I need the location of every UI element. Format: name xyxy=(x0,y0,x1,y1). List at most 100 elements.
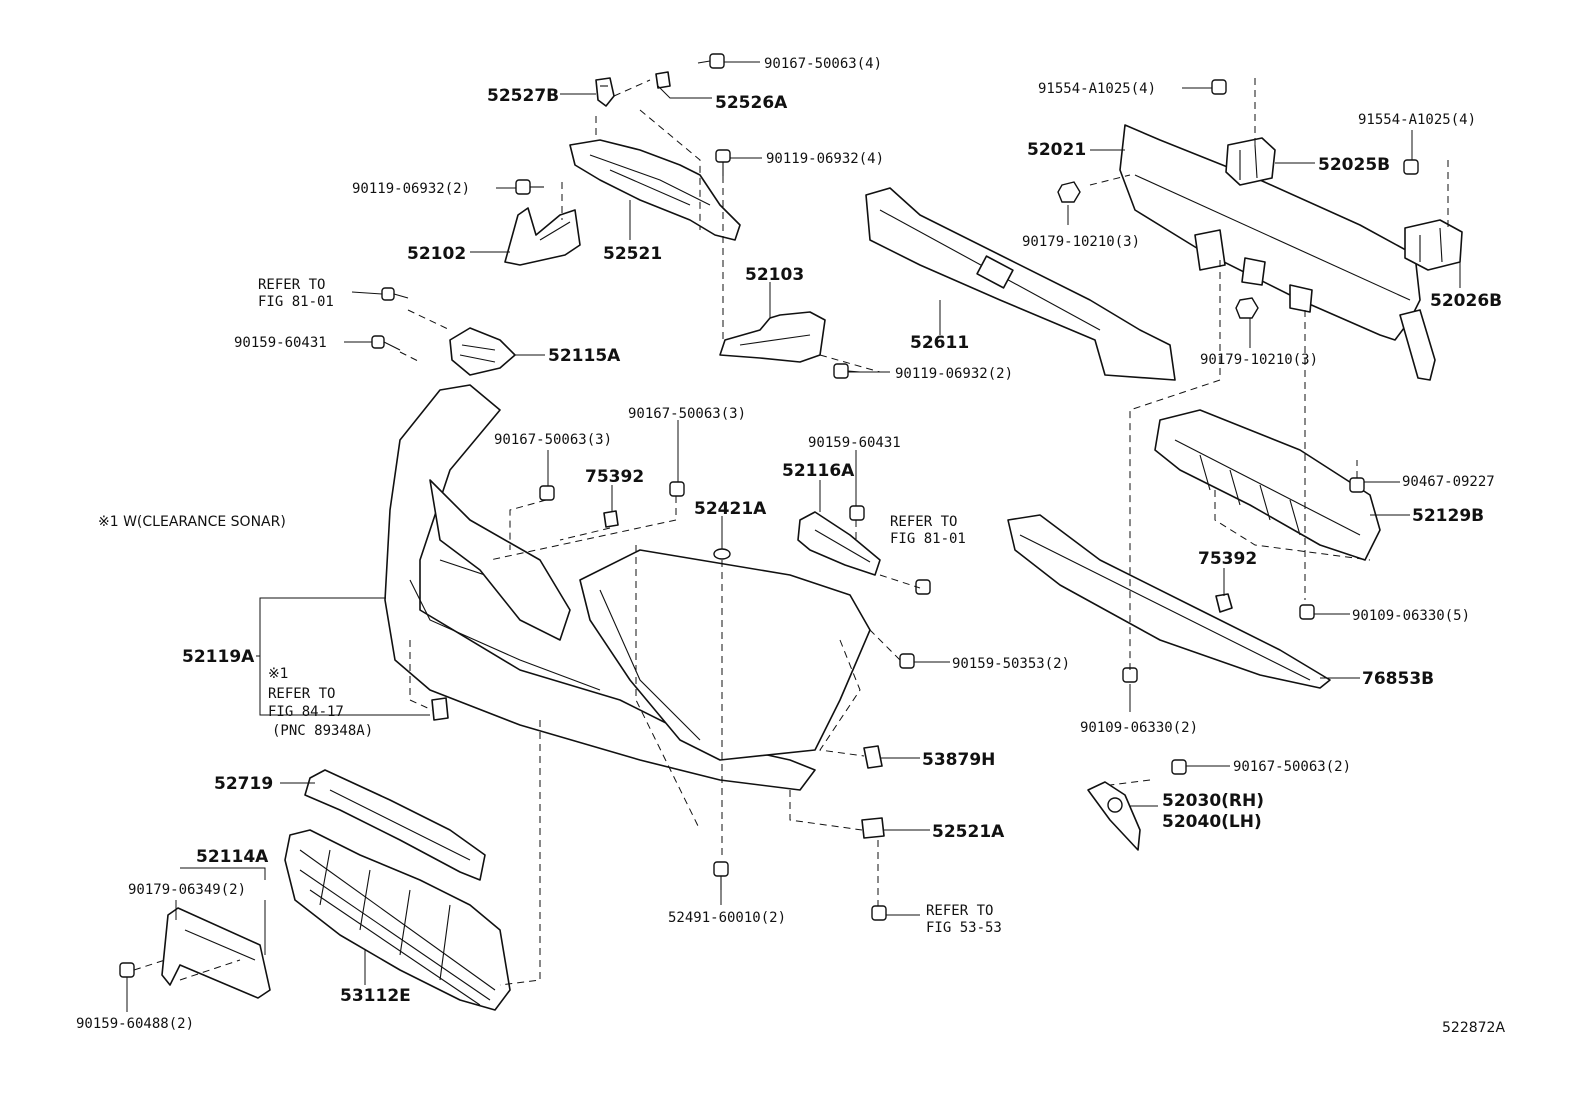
bolt-90159-60431a-icon xyxy=(371,335,401,351)
label-52421A: 52421A xyxy=(694,499,767,519)
bolt-91554-b-icon xyxy=(1403,159,1419,175)
label-90109-06330-2: 90109-06330(2) xyxy=(1080,720,1198,736)
nut-90179-a-icon xyxy=(1057,181,1081,203)
screw-refer53-icon xyxy=(871,905,887,921)
part-52115A-drawing xyxy=(449,327,516,376)
bolt-90167-3a-icon xyxy=(539,485,555,501)
label-52521: 52521 xyxy=(603,244,662,264)
part-52527B-drawing xyxy=(595,77,615,107)
bolt-90159-60431b-icon xyxy=(849,505,865,521)
part-52102-drawing xyxy=(504,207,581,266)
label-90179-10210-b: 90179-10210(3) xyxy=(1200,352,1318,368)
bolt-90119-4-icon xyxy=(715,149,731,176)
label-pnc-89348A: (PNC 89348A) xyxy=(272,723,373,739)
label-52103: 52103 xyxy=(745,265,804,285)
label-90119-06932-2b: 90119-06932(2) xyxy=(895,366,1013,382)
part-52116A-drawing xyxy=(797,511,881,576)
label-91554-A1025-a: 91554-A1025(4) xyxy=(1038,81,1156,97)
diagram-id: 522872A xyxy=(1442,1020,1505,1036)
nut-90179-b-icon xyxy=(1235,297,1259,319)
label-52116A: 52116A xyxy=(782,461,855,481)
part-52719-drawing xyxy=(304,769,486,881)
label-52129B: 52129B xyxy=(1412,506,1484,526)
label-fig-81-01b: FIG 81-01 xyxy=(890,531,966,547)
screw-90109-5-icon xyxy=(1299,604,1315,620)
label-52115A: 52115A xyxy=(548,346,621,366)
part-52114A-drawing xyxy=(161,907,271,999)
note-clearance-sonar: ※1 W(CLEARANCE SONAR) xyxy=(98,514,286,530)
bolt-90119-2a-icon xyxy=(515,179,544,195)
part-76853B-drawing xyxy=(1007,514,1331,689)
label-52521A: 52521A xyxy=(932,822,1005,842)
label-52114A: 52114A xyxy=(196,847,269,867)
label-52611: 52611 xyxy=(910,333,969,353)
clip-90467-icon xyxy=(1349,477,1365,493)
label-52021: 52021 xyxy=(1027,140,1086,160)
label-52526A: 52526A xyxy=(715,93,788,113)
part-52129B-drawing xyxy=(1154,409,1381,561)
screw-52491-icon xyxy=(713,861,729,890)
label-52527B: 52527B xyxy=(487,86,559,106)
part-52103-drawing xyxy=(719,311,826,363)
clip-52521A-icon xyxy=(861,817,885,839)
label-refer-to-81a: REFER TO xyxy=(258,277,325,293)
label-52026B: 52026B xyxy=(1430,291,1502,311)
grommet-52421A-icon xyxy=(713,548,731,560)
part-52021-drawing xyxy=(1119,124,1436,381)
label-90159-60488-2: 90159-60488(2) xyxy=(76,1016,194,1032)
bolt-90119-2b-icon xyxy=(833,363,861,379)
bolt-90167-4-icon xyxy=(697,53,725,69)
part-52526A-drawing xyxy=(655,71,671,89)
label-75392b: 75392 xyxy=(1198,549,1257,569)
label-refer-to-81b: REFER TO xyxy=(890,514,957,530)
label-52719: 52719 xyxy=(214,774,273,794)
label-refer-to-84: REFER TO xyxy=(268,686,335,702)
label-91554-A1025-b: 91554-A1025(4) xyxy=(1358,112,1476,128)
bolt-90167-3b-icon xyxy=(669,481,685,497)
label-90467-09227: 90467-09227 xyxy=(1402,474,1495,490)
part-52025B-drawing xyxy=(1225,137,1276,186)
label-note-x1: ※1 xyxy=(268,666,289,682)
label-90159-60431b: 90159-60431 xyxy=(808,435,901,451)
label-90109-06330-5: 90109-06330(5) xyxy=(1352,608,1470,624)
part-52611-drawing xyxy=(865,187,1176,381)
part-52119A-drawing xyxy=(384,384,871,791)
part-52030-drawing xyxy=(1087,781,1141,851)
label-refer-to-53: REFER TO xyxy=(926,903,993,919)
bolt-refer81-icon xyxy=(381,287,409,301)
bolt-90159-50353-icon xyxy=(899,653,915,669)
label-90119-06932-2a: 90119-06932(2) xyxy=(352,181,470,197)
bolt-90159-60488-icon xyxy=(119,962,135,978)
label-52102: 52102 xyxy=(407,244,466,264)
label-90159-50353-2: 90159-50353(2) xyxy=(952,656,1070,672)
label-90167-50063-2: 90167-50063(2) xyxy=(1233,759,1351,775)
label-75392a: 75392 xyxy=(585,467,644,487)
label-fig-81-01a: FIG 81-01 xyxy=(258,294,334,310)
label-90179-06349-2: 90179-06349(2) xyxy=(128,882,246,898)
sensor-bracket-84-17-icon xyxy=(431,697,449,721)
label-90167-50063-3a: 90167-50063(3) xyxy=(628,406,746,422)
label-fig-53-53: FIG 53-53 xyxy=(926,920,1002,936)
label-53879H: 53879H xyxy=(922,750,995,770)
label-52025B: 52025B xyxy=(1318,155,1390,175)
clip-53879H-icon xyxy=(863,745,883,769)
bolt-91554-a-icon xyxy=(1211,79,1227,95)
part-52026B-drawing xyxy=(1404,219,1463,271)
part-52521-drawing xyxy=(569,139,741,241)
label-90167-50063-4: 90167-50063(4) xyxy=(764,56,882,72)
label-fig-84-17: FIG 84-17 xyxy=(268,704,344,720)
screw-90109-2-icon xyxy=(1122,667,1138,683)
label-53112E: 53112E xyxy=(340,986,411,1006)
label-52040-lh: 52040(LH) xyxy=(1162,812,1262,832)
clip-75392a-icon xyxy=(603,510,619,528)
label-90159-60431a: 90159-60431 xyxy=(234,335,327,351)
clip-75392b-icon xyxy=(1215,593,1233,613)
label-76853B: 76853B xyxy=(1362,669,1434,689)
bolt-90167-2-icon xyxy=(1171,759,1187,775)
part-53112E-drawing xyxy=(284,829,511,1011)
label-52491-60010-2: 52491-60010(2) xyxy=(668,910,786,926)
label-52030-rh: 52030(RH) xyxy=(1162,791,1264,811)
label-52119A: 52119A xyxy=(182,647,255,667)
label-90179-10210-a: 90179-10210(3) xyxy=(1022,234,1140,250)
